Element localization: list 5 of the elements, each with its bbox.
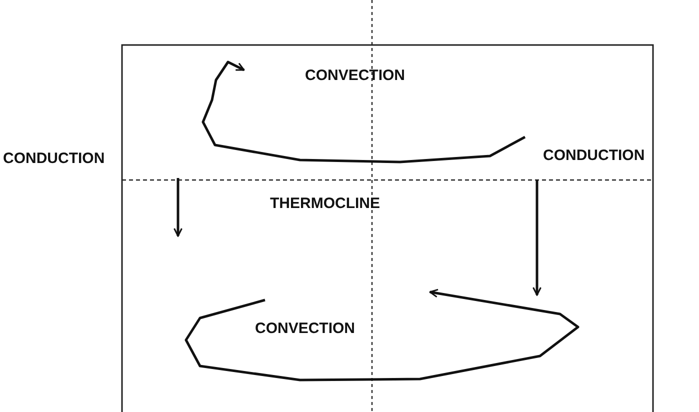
process-label: CONVECTION (305, 67, 406, 84)
process-label: CONVECTION (255, 320, 356, 337)
process-label: CONDUCTION (543, 147, 645, 164)
process-label: CONDUCTION (3, 150, 105, 167)
process-label: THERMOCLINE (270, 195, 380, 212)
